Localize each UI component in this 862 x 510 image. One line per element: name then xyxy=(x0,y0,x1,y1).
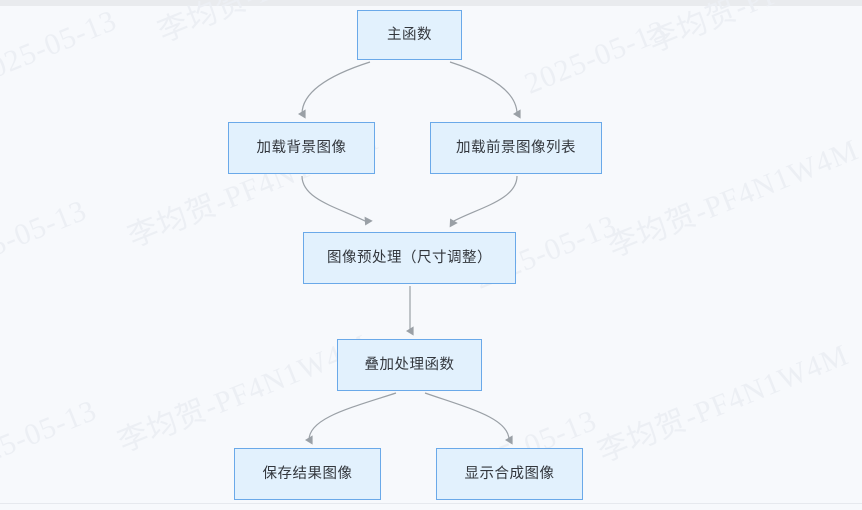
flow-node-load_bg[interactable]: 加载背景图像 xyxy=(228,122,375,174)
flow-node-save[interactable]: 保存结果图像 xyxy=(234,448,381,500)
flow-node-label: 保存结果图像 xyxy=(262,465,353,482)
connector-main-to-load-fg xyxy=(449,61,521,119)
flow-node-preprocess[interactable]: 图像预处理（尺寸调整） xyxy=(303,232,516,284)
connector-load-bg-to-preprocess xyxy=(301,175,373,226)
flow-node-display[interactable]: 显示合成图像 xyxy=(436,448,583,500)
bottom-divider xyxy=(0,503,862,504)
flow-node-label: 图像预处理（尺寸调整） xyxy=(327,249,492,266)
flow-node-main[interactable]: 主函数 xyxy=(357,10,462,60)
flow-node-overlay[interactable]: 叠加处理函数 xyxy=(337,339,482,391)
top-strip xyxy=(0,0,862,6)
flow-node-load_fg[interactable]: 加载前景图像列表 xyxy=(430,122,602,174)
flow-node-label: 加载前景图像列表 xyxy=(456,139,576,156)
connector-overlay-to-save xyxy=(305,392,397,445)
flow-node-label: 叠加处理函数 xyxy=(364,356,455,373)
flow-node-label: 主函数 xyxy=(387,26,432,43)
flow-node-label: 显示合成图像 xyxy=(464,465,555,482)
connector-load-fg-to-preprocess xyxy=(449,175,518,228)
connector-main-to-load-bg xyxy=(298,61,371,119)
flow-node-label: 加载背景图像 xyxy=(256,139,347,156)
connector-overlay-to-display xyxy=(424,392,513,445)
